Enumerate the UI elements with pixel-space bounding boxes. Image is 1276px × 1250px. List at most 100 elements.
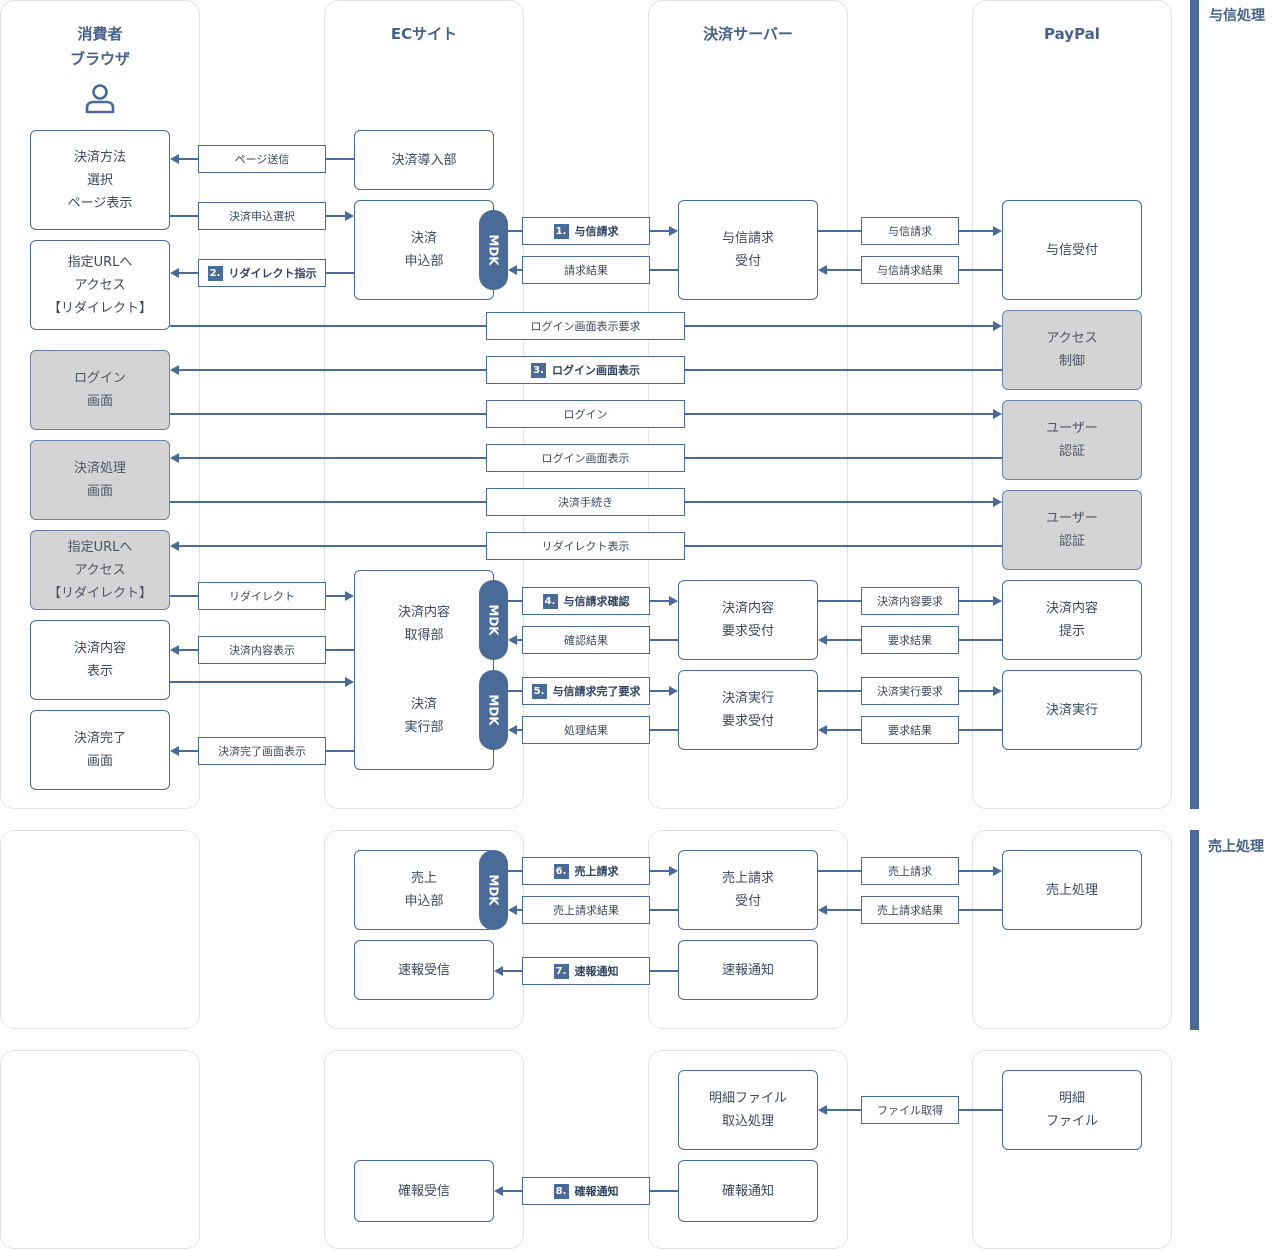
arrow-head-right-icon [669,686,678,696]
flow-label-text: 売上請求結果 [877,904,943,917]
process-box-label: 与信受付 [1045,242,1098,258]
flow-label: 1.与信請求 [522,217,650,245]
flow-label: 7. 速報通知 [522,957,650,985]
arrow-head-left-icon [818,635,827,645]
flow-label: ログイン画面表示 [486,444,685,472]
flow-label-text: 与信請求 [888,225,932,238]
mdk-badge: MDK [479,850,508,930]
process-box-e6: 確報受信 [354,1160,494,1222]
process-box-label: 決済完了 画面 [73,731,126,769]
flow-label: 5. 与信請求完了要求 [522,677,650,705]
flow-label-text: ページ送信 [234,153,290,166]
flow-label: 決済内容要求 [861,587,959,615]
arrow-head-right-icon [993,321,1002,331]
process-box-label: ユーザー 認証 [1046,421,1098,459]
arrow-head-left-icon [508,905,517,915]
flow-label-text: ファイル取得 [877,1104,943,1117]
process-box-label: 売上処理 [1045,882,1098,898]
flow-label-text: 処理結果 [564,724,608,737]
process-box-e1: 決済導入部 [354,130,494,190]
lane-title-server: 決済サーバー [703,25,793,43]
mdk-label: MDK [486,694,501,726]
process-box-p4: ユーザー 認証 [1002,490,1142,570]
arrow-head-left-icon [170,268,179,278]
flow-label-text: 売上請求 [574,865,619,878]
process-box-s2: 決済内容 要求受付 [678,580,818,660]
process-box-label: 売上請求 受付 [721,871,774,909]
flow-label-text: 決済申込選択 [229,210,295,223]
arrow-head-left-icon [170,645,179,655]
arrow-head-left-icon [508,635,517,645]
step-number-badge: 6. [553,863,569,879]
arrow-head-right-icon [993,226,1002,236]
process-box-b2: 指定URLへ アクセス 【リダイレクト】 [30,240,170,330]
phase-label-sales: 売上処理 [1208,839,1264,855]
flow-label: 4. 与信請求確認 [522,587,650,615]
lane-panel-browser-3 [0,1050,200,1249]
process-box-b4: 決済処理 画面 [30,440,170,520]
process-box-b6: 決済内容 表示 [30,620,170,700]
flow-label: 2.リダイレクト指示 [198,259,326,287]
arrow-head-left-icon [818,905,827,915]
flow-label-text: リダイレクト表示 [541,540,630,553]
flow-label: 要求結果 [861,716,959,744]
process-box-label: 明細 ファイル [1045,1091,1098,1129]
process-box-label: 明細ファイル 取込処理 [708,1091,787,1129]
step-number-badge: 5. [531,683,547,699]
process-box-p1: 与信受付 [1002,200,1142,300]
arrow-head-left-icon [170,541,179,551]
process-box-label: ログイン 画面 [73,371,126,409]
process-box-s3: 決済実行 要求受付 [678,670,818,750]
flow-label: 確認結果 [522,626,650,654]
process-box-b5: 指定URLへ アクセス 【リダイレクト】 [30,530,170,610]
process-box-e4: 売上 申込部 [354,850,494,930]
arrow-head-right-icon [345,591,354,601]
flow-label: 与信請求結果 [861,256,959,284]
process-box-p3: ユーザー 認証 [1002,400,1142,480]
process-box-label: 速報受信 [397,962,450,978]
step-number-badge: 3. [531,362,546,378]
mdk-label: MDK [486,874,501,906]
arrow-head-right-icon [993,409,1002,419]
step-number-badge: 4. [542,593,558,609]
flow-label-text: 決済内容要求 [877,595,943,608]
process-box-label: 決済実行 要求受付 [721,691,774,729]
flow-label: 請求結果 [522,256,650,284]
arrow-head-left-icon [818,1105,827,1115]
step-number-badge: 1. [553,223,569,239]
process-box-s6: 明細ファイル 取込処理 [678,1070,818,1150]
process-box-label: 決済 申込部 [404,231,444,269]
flow-label: ファイル取得 [861,1096,959,1124]
step-number-badge: 2. [207,265,223,281]
flow-label-text: 与信請求結果 [877,264,943,277]
flow-label: 要求結果 [861,626,959,654]
user-icon [84,82,116,114]
arrow-head-left-icon [170,746,179,756]
process-box-label: 与信請求 受付 [721,231,774,269]
arrow-head-right-icon [345,211,354,221]
flow-label-text: 決済完了画面表示 [218,745,306,758]
arrow-head-left-icon [818,265,827,275]
flow-label-text: ログイン画面表示 [541,452,630,465]
flow-label-text: ログイン [563,408,608,421]
arrow-head-right-icon [993,866,1002,876]
process-box-label: 決済方法 選択 ページ表示 [67,149,133,211]
process-box-label: 決済導入部 [391,152,457,168]
step-number-badge: 7. [553,963,569,979]
process-box-label: 指定URLへ アクセス 【リダイレクト】 [47,539,152,601]
step-number-badge: 8. [553,1183,569,1199]
flow-label-text: 与信請求完了要求 [552,685,641,698]
process-box-e2: 決済 申込部 [354,200,494,300]
process-box-label: 確報通知 [721,1183,774,1199]
flow-label: 決済手続き [486,488,685,516]
process-box-label: 確報受信 [397,1183,450,1199]
mdk-badge: MDK [479,580,508,660]
process-box-e5: 速報受信 [354,940,494,1000]
arrow-head-left-icon [170,453,179,463]
process-box-b7: 決済完了 画面 [30,710,170,790]
flow-label-text: 速報通知 [574,965,619,978]
process-box-label: 売上 申込部 [404,871,444,909]
process-box-label: 決済内容 要求受付 [721,601,774,639]
flow-label: ログイン画面表示要求 [486,312,685,340]
flow-label-text: 与信請求確認 [563,595,630,608]
